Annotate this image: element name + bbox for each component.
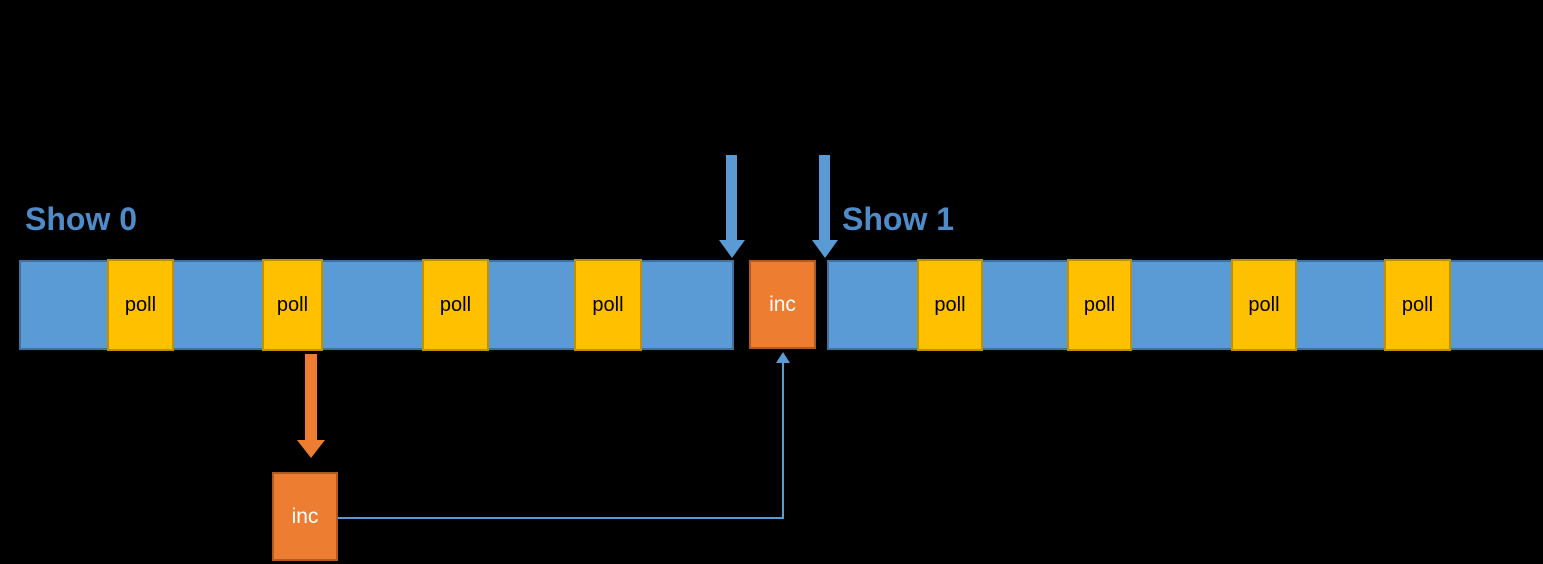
inc-label: inc (769, 292, 796, 316)
label-show-1: Show 1 (842, 201, 955, 237)
inc-box-deferred: inc (272, 472, 338, 561)
poll-label: poll (1401, 293, 1434, 316)
frame-boundary-arrow-right-icon (812, 155, 838, 258)
poll-to-inc-arrow-icon (297, 354, 325, 458)
poll-block-show1-3: poll (1231, 259, 1297, 351)
poll-label: poll (439, 293, 472, 316)
connector-line-horizontal (338, 517, 784, 519)
label-show-0: Show 0 (25, 201, 138, 237)
poll-label: poll (592, 293, 624, 316)
inc-label: inc (291, 504, 319, 528)
poll-block-show1-1: poll (917, 259, 983, 351)
poll-label: poll (1248, 293, 1280, 316)
arrow-head (812, 240, 838, 258)
inc-block-timeline: inc (749, 260, 816, 349)
poll-block-show0-2: poll (262, 259, 323, 351)
arrow-shaft (726, 155, 737, 241)
arrow-head (719, 240, 745, 258)
arrow-shaft (305, 354, 317, 441)
poll-block-show0-4: poll (574, 259, 642, 351)
poll-label: poll (934, 293, 966, 316)
frame-boundary-arrow-left-icon (719, 155, 745, 258)
poll-label: poll (124, 293, 157, 316)
connector-arrowhead-icon (776, 352, 790, 363)
poll-block-show0-3: poll (422, 259, 489, 351)
connector-line-vertical (782, 361, 784, 519)
arrow-head (297, 440, 325, 458)
poll-block-show0-1: poll (107, 259, 174, 351)
poll-label: poll (1083, 293, 1116, 316)
poll-block-show1-2: poll (1067, 259, 1132, 351)
poll-label: poll (276, 293, 309, 316)
poll-block-show1-4: poll (1384, 259, 1451, 351)
arrow-shaft (819, 155, 830, 241)
